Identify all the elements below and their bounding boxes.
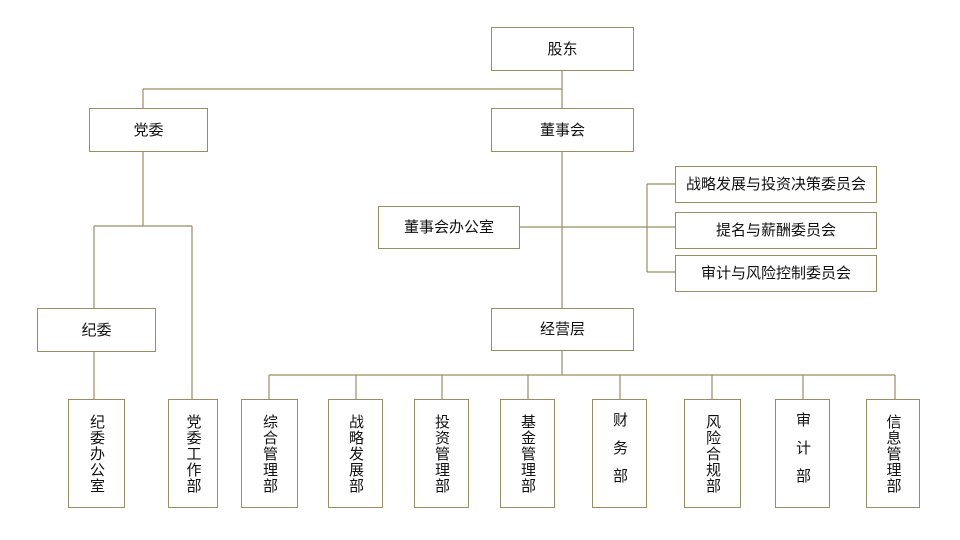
node-audit-committee: 审计与风险控制委员会: [675, 255, 877, 292]
node-discipline-office: 纪委办公室: [68, 399, 125, 508]
node-finance-dept: 财务部: [592, 399, 647, 508]
node-board: 董事会: [491, 108, 634, 152]
node-risk-dept: 风险合规部: [684, 399, 741, 508]
node-nomination-committee: 提名与薪酬委员会: [675, 212, 877, 249]
node-party-work-dept: 党委工作部: [168, 399, 218, 508]
node-board-office: 董事会办公室: [378, 206, 520, 249]
node-strategy-dept: 战略发展部: [328, 399, 383, 508]
node-strategy-committee: 战略发展与投资决策委员会: [675, 166, 877, 203]
node-discipline-committee: 纪委: [37, 308, 156, 352]
node-general-mgmt-dept: 综合管理部: [241, 399, 298, 508]
node-fund-dept: 基金管理部: [500, 399, 555, 508]
node-info-dept: 信息管理部: [866, 399, 920, 508]
node-investment-dept: 投资管理部: [414, 399, 469, 508]
node-audit-dept: 审计部: [775, 399, 830, 508]
node-management: 经营层: [491, 308, 634, 351]
node-shareholders: 股东: [491, 27, 634, 71]
node-party-committee: 党委: [89, 108, 208, 152]
